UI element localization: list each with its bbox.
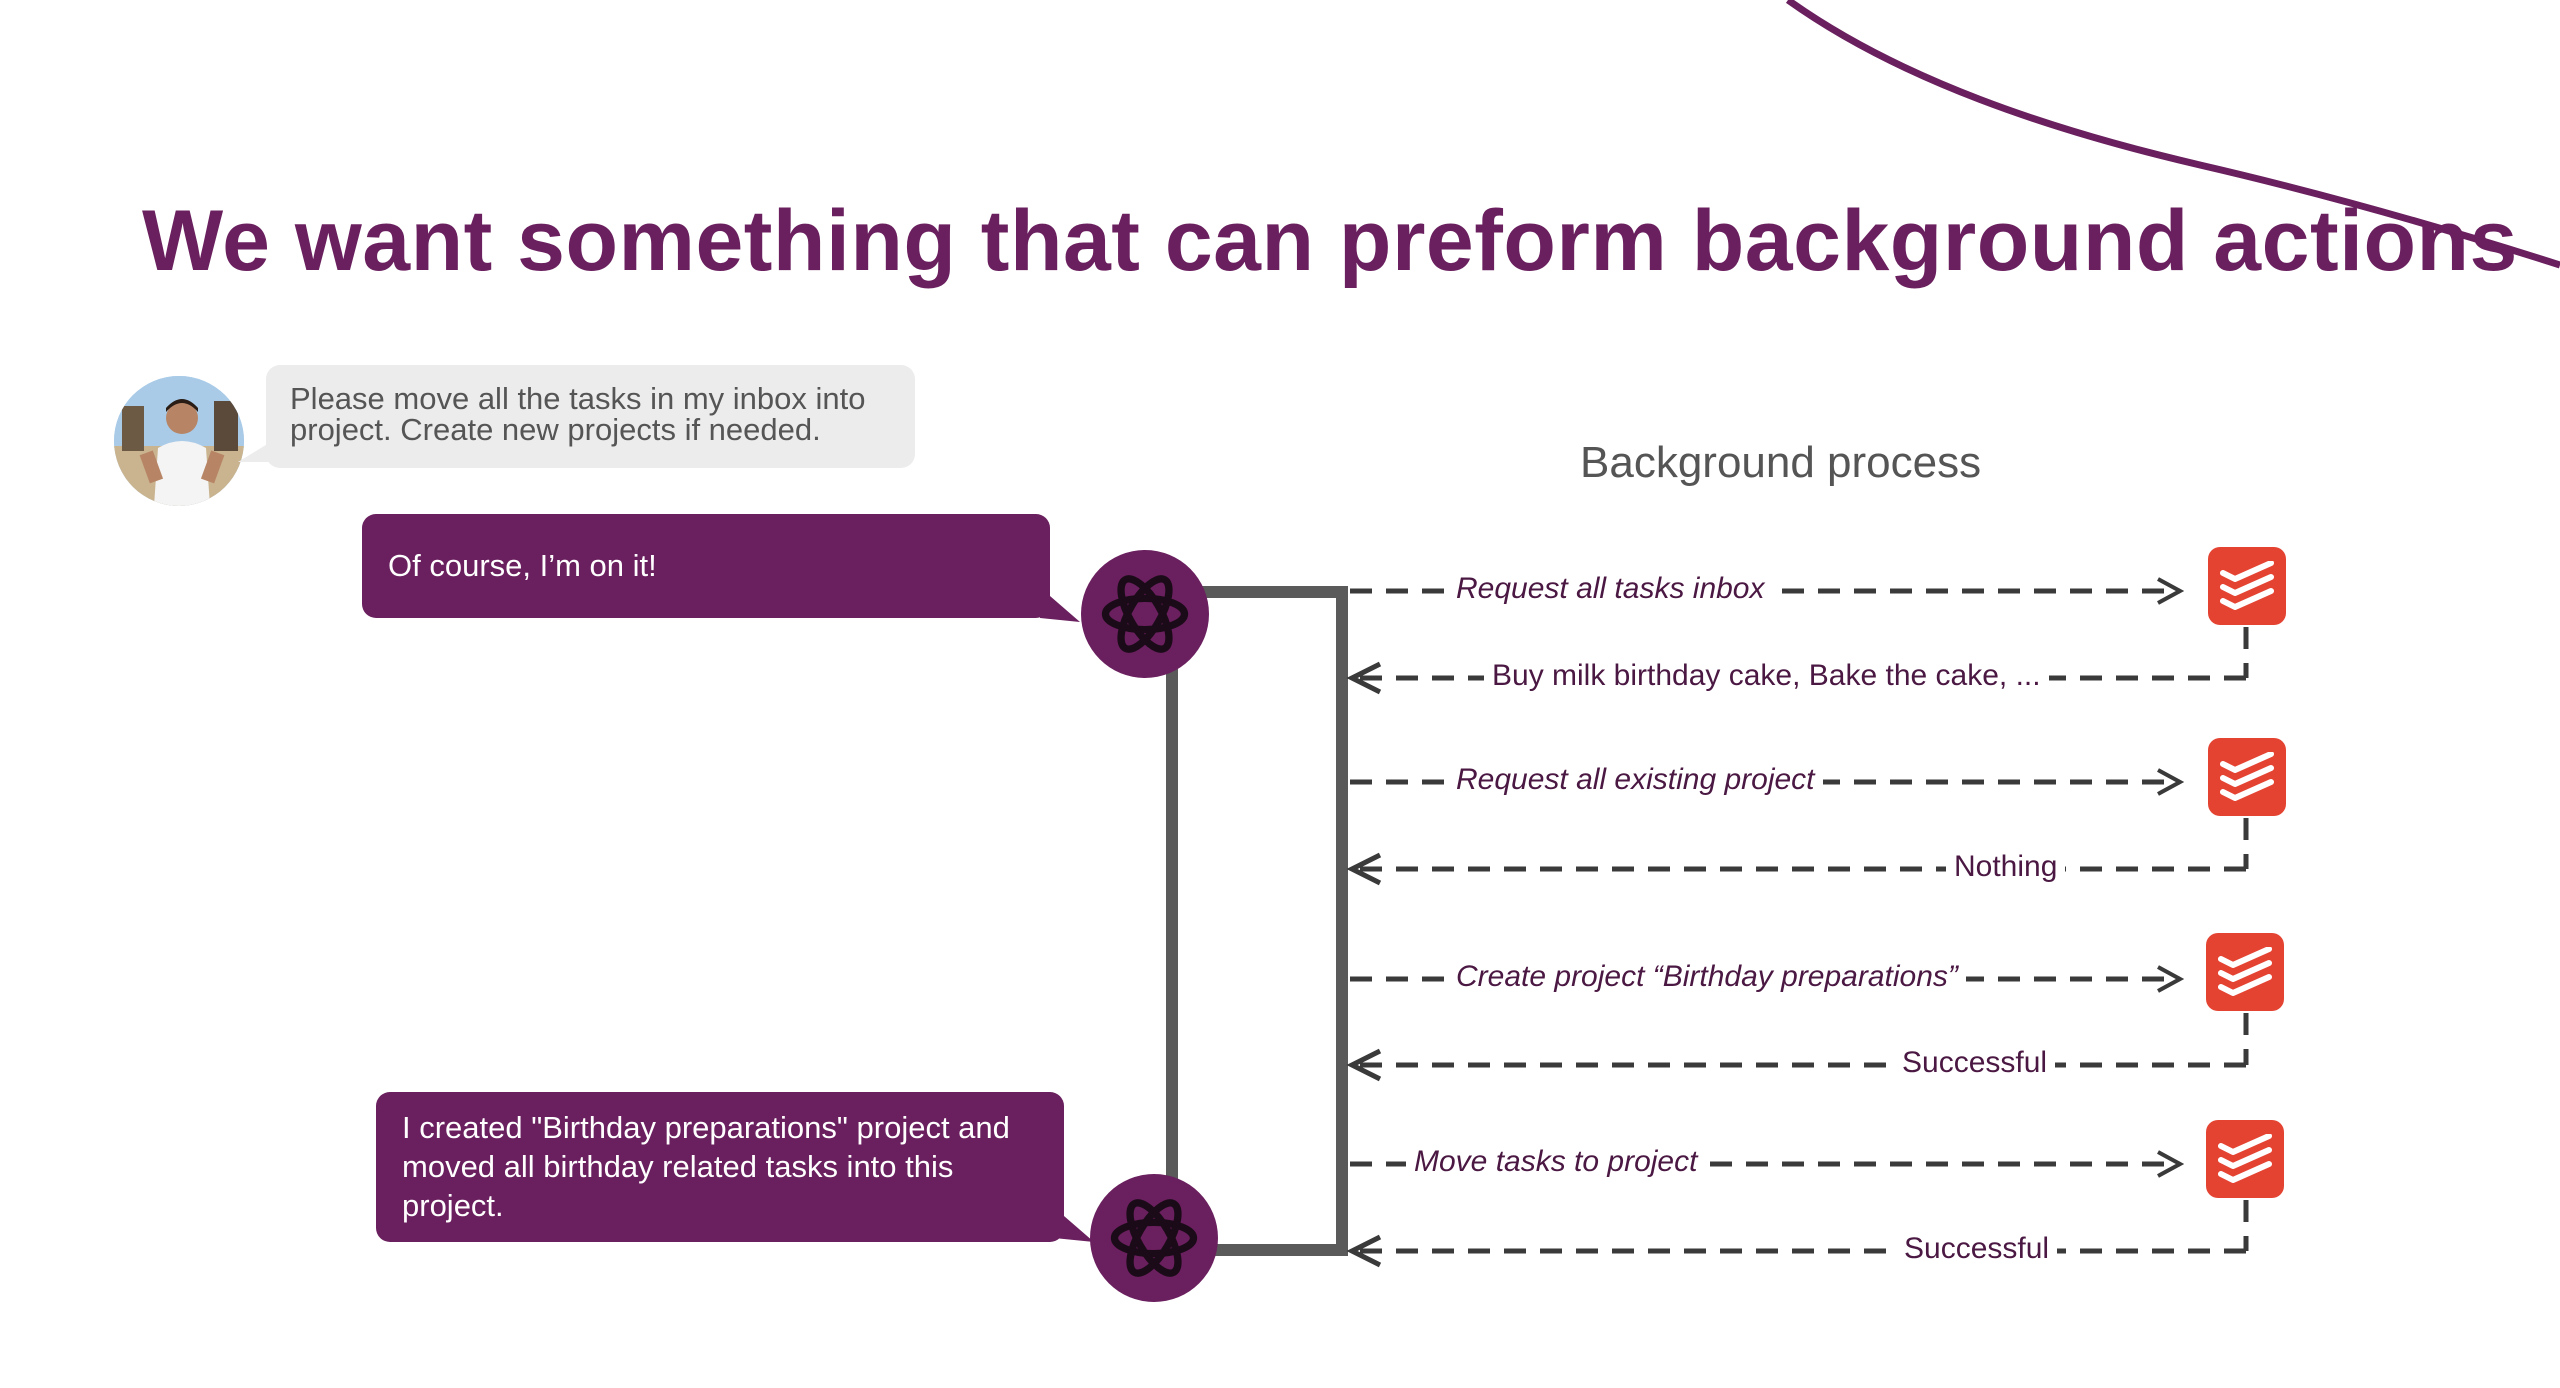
assistant-summary-line: project. — [402, 1188, 504, 1223]
user-message-bubble: Please move all the tasks in my inbox in… — [266, 365, 915, 468]
response-label: Successful — [1894, 1045, 2056, 1081]
response-arrowhead — [1346, 661, 1382, 695]
response-label: Buy milk birthday cake, Bake the cake, .… — [1484, 658, 2049, 694]
response-arrowhead — [1346, 1234, 1382, 1268]
user-message-line: project. Create new projects if needed. — [290, 412, 821, 447]
assistant-summary-line: I created "Birthday preparations" projec… — [402, 1110, 1010, 1145]
response-label: Successful — [1896, 1231, 2058, 1267]
user-message-line: Please move all the tasks in my inbox in… — [290, 381, 866, 416]
assistant-summary-line: moved all birthday related tasks into th… — [402, 1149, 954, 1184]
openai-logo-icon — [1081, 550, 1209, 678]
todoist-logo-icon — [2208, 547, 2286, 625]
assistant-reply-bubble: Of course, I’m on it! — [362, 514, 1050, 618]
user-bubble-tail — [238, 440, 274, 462]
response-arrowhead — [1346, 852, 1382, 886]
background-process-label: Background process — [1580, 438, 1982, 487]
assistant-bubble-tail — [1040, 596, 1080, 622]
todoist-logo-icon — [2206, 933, 2284, 1011]
todoist-logo-icon — [2206, 1120, 2284, 1198]
assistant-reply-text: Of course, I’m on it! — [388, 548, 657, 583]
todoist-logo-icon — [2208, 738, 2286, 816]
request-label: Request all existing project — [1448, 762, 1823, 798]
assistant-bubble-tail — [1054, 1216, 1094, 1242]
response-arrowhead — [1346, 1048, 1382, 1082]
request-label: Create project “Birthday preparations” — [1448, 959, 1966, 995]
response-label: Nothing — [1946, 849, 2066, 885]
slide-title: We want something that can preform backg… — [142, 193, 2518, 289]
request-label: Move tasks to project — [1406, 1144, 1706, 1180]
request-label: Request all tasks inbox — [1448, 571, 1773, 607]
bracket-connector — [1172, 586, 1348, 1256]
openai-logo-icon — [1090, 1174, 1218, 1302]
assistant-summary-bubble: I created "Birthday preparations" projec… — [376, 1092, 1064, 1242]
